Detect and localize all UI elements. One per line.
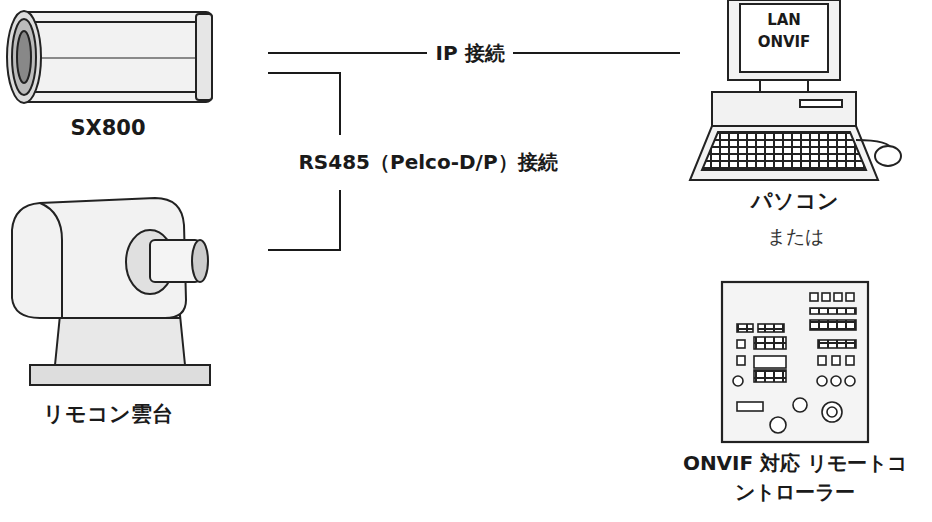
pc-node: LAN ONVIF パソコン bbox=[686, 0, 918, 215]
camera-illustration bbox=[7, 11, 212, 103]
note-label: または bbox=[767, 224, 824, 250]
controller-node: ONVIF 対応 リモートコントローラー bbox=[700, 278, 930, 520]
pc-illustration bbox=[690, 0, 901, 180]
camera-node: SX800 bbox=[0, 5, 232, 145]
pan-tilt-node: リモコン雲台 bbox=[0, 195, 232, 430]
node-text: パソコン bbox=[751, 187, 839, 215]
node-text: リモコン雲台 bbox=[43, 400, 173, 428]
node-text: ONVIF 対応 リモートコントローラー bbox=[681, 449, 909, 507]
node-text: SX800 bbox=[70, 116, 145, 140]
connector-label: RS485（Pelco-D/P）接続 bbox=[290, 135, 565, 190]
controller-illustration bbox=[722, 282, 868, 442]
pan-tilt-illustration bbox=[12, 198, 210, 385]
node-text: LAN ONVIF bbox=[749, 10, 819, 54]
connector-label: IP 接続 bbox=[427, 40, 512, 67]
